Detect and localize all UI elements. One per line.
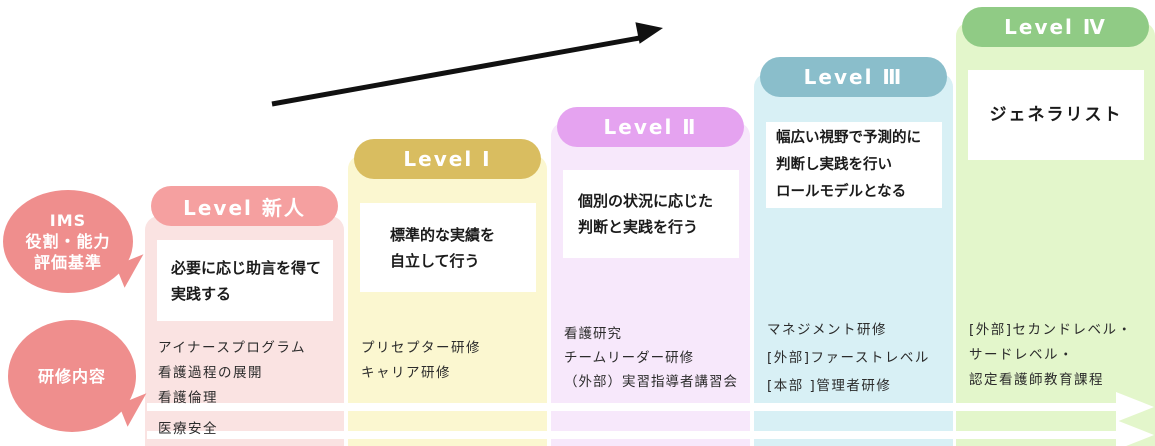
training-item: キャリア研修 [361, 365, 451, 381]
level-description: 個別の状況に応じた 判断と実践を行う [578, 192, 714, 236]
training-item: 医療安全 [158, 421, 218, 437]
training-list: 看護研究 チームリーダー研修 （外部）実習指導者講習会 [564, 322, 748, 394]
level-pill-shinjin: Level 新人 [151, 186, 338, 226]
level-pill-2: Level Ⅱ [557, 107, 744, 147]
training-item: [本部 ]管理者研修 [767, 378, 892, 394]
level-column-4: Level Ⅳ ジェネラリスト [外部]セカンドレベル・ サードレベル・ 認定看… [956, 7, 1155, 446]
training-item: サードレベル・ [969, 347, 1074, 363]
training-item: 認定看護師教育課程 [969, 372, 1104, 388]
level-description-box: 必要に応じ助言を得て 実践する [157, 240, 333, 321]
training-item: アイナースプログラム [158, 340, 306, 356]
level-pill-3: Level Ⅲ [760, 57, 947, 97]
level-description-box: ジェネラリスト [968, 70, 1144, 160]
level-column-3: Level Ⅲ 幅広い視野で予測的に 判断し実践を行い ロールモデルとなる マネ… [754, 57, 953, 446]
ims-criteria-bubble: IMS 役割・能力 評価基準 [3, 190, 133, 293]
level-pill-4: Level Ⅳ [962, 7, 1149, 47]
upward-growth-arrow [271, 22, 663, 107]
training-item: [外部]ファーストレベル [767, 350, 930, 366]
training-list: プリセプター研修 キャリア研修 [361, 336, 545, 386]
level-column-shinjin: Level 新人 必要に応じ助言を得て 実践する アイナースプログラム 看護過程… [145, 186, 344, 446]
training-item: 看護倫理 [158, 390, 218, 406]
level-description-box: 幅広い視野で予測的に 判断し実践を行い ロールモデルとなる [766, 122, 942, 208]
training-item: 看護過程の展開 [158, 365, 263, 381]
ims-criteria-label: IMS 役割・能力 評価基準 [25, 211, 111, 272]
training-content-label: 研修内容 [37, 366, 106, 386]
training-item: [外部]セカンドレベル・ [969, 322, 1133, 338]
level-description: 幅広い視野で予測的に 判断し実践を行い ロールモデルとなる [776, 129, 921, 200]
level-description-box: 標準的な実績を 自立して行う [360, 203, 536, 292]
level-column-1: Level Ⅰ 標準的な実績を 自立して行う プリセプター研修 キャリア研修 [348, 139, 547, 446]
training-item: 看護研究 [564, 326, 622, 342]
level-column-2: Level Ⅱ 個別の状況に応じた 判断と実践を行う 看護研究 チームリーダー研… [551, 107, 750, 446]
training-item: （外部）実習指導者講習会 [564, 374, 738, 390]
level-description: 必要に応じ助言を得て 実践する [171, 258, 322, 303]
level-description: 標準的な実績を 自立して行う [390, 225, 496, 270]
training-list: [外部]セカンドレベル・ サードレベル・ 認定看護師教育課程 [969, 318, 1153, 393]
training-list: アイナースプログラム 看護過程の展開 看護倫理 医療安全 [158, 336, 342, 442]
training-item: チームリーダー研修 [564, 350, 695, 366]
training-item: マネジメント研修 [767, 322, 887, 338]
level-description: ジェネラリスト [989, 105, 1123, 125]
training-list: マネジメント研修 [外部]ファーストレベル [本部 ]管理者研修 [767, 316, 951, 400]
level-pill-1: Level Ⅰ [354, 139, 541, 179]
training-item: プリセプター研修 [361, 340, 481, 356]
training-content-bubble: 研修内容 [8, 320, 136, 432]
level-description-box: 個別の状況に応じた 判断と実践を行う [563, 170, 739, 258]
